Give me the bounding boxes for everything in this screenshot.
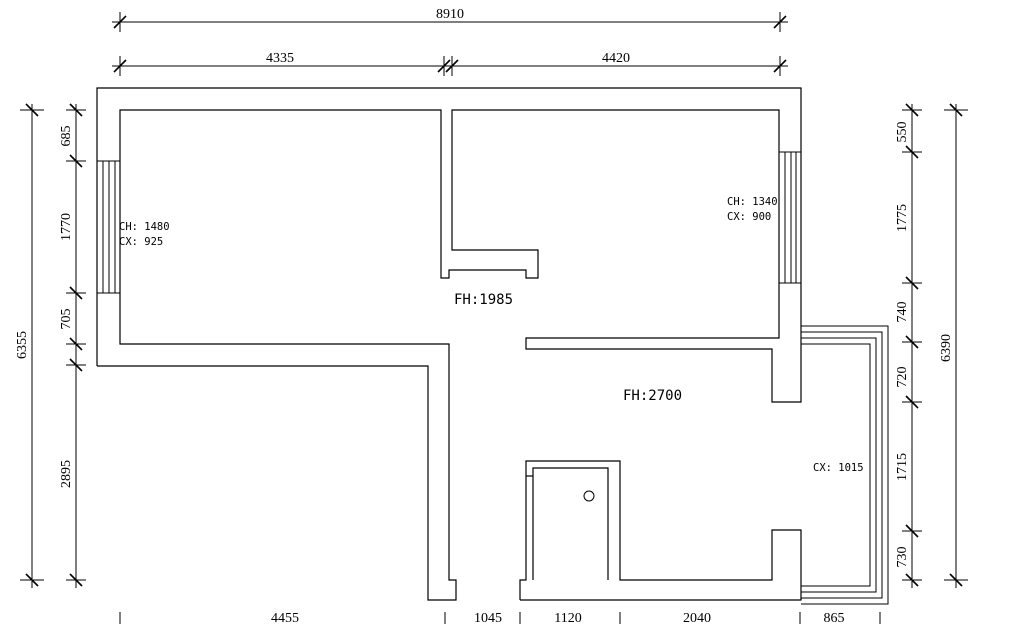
dim-top-total-label: 8910 [436, 7, 464, 22]
dimension-right-segments: 550 1775 740 720 1715 730 [895, 103, 922, 588]
window-right-cx-label: CX: 900 [727, 211, 771, 223]
balcony-cx-label: CX: 1015 [813, 462, 864, 474]
dim-right-seg-2: 1775 [895, 204, 910, 232]
window-right [779, 151, 801, 284]
dimension-right-overall: 6390 [939, 103, 968, 588]
dim-bottom-seg-4: 2040 [683, 611, 711, 624]
dim-bottom-seg-3: 1120 [554, 611, 581, 624]
dim-top-right-label: 4420 [602, 51, 630, 66]
dimension-left-overall: 6355 [15, 103, 44, 588]
dim-right-overall-label: 6390 [939, 334, 954, 362]
dim-right-seg-5: 1715 [895, 453, 910, 481]
floor-drain-icon [583, 490, 595, 502]
dim-left-seg-1: 685 [59, 126, 74, 147]
dim-left-seg-2: 1770 [59, 213, 74, 241]
window-left [97, 160, 120, 294]
dim-right-seg-6: 730 [895, 547, 910, 568]
floor-height-upper-label: FH:1985 [454, 292, 513, 308]
dimension-left-segments: 685 1770 705 2895 [59, 103, 86, 588]
window-right-ch-label: CH: 1340 [727, 196, 778, 208]
balcony-railing [801, 325, 889, 605]
dim-right-seg-1: 550 [895, 122, 910, 143]
dim-bottom-seg-5: 865 [824, 611, 845, 624]
dim-right-seg-3: 740 [895, 302, 910, 323]
dimension-bottom-segments: 4455 1045 1120 2040 865 [119, 611, 881, 624]
window-left-cx-label: CX: 925 [119, 236, 163, 248]
dim-bottom-seg-1: 4455 [271, 611, 299, 624]
dim-bottom-seg-2: 1045 [474, 611, 502, 624]
dim-left-seg-4: 2895 [59, 460, 74, 488]
dim-left-seg-3: 705 [59, 309, 74, 330]
window-left-ch-label: CH: 1480 [119, 221, 170, 233]
dimension-top-total: 8910 [112, 7, 788, 32]
walls [96, 87, 802, 601]
dimension-top-split: 4335 4420 [112, 51, 788, 76]
dim-top-left-label: 4335 [266, 51, 294, 66]
dim-right-seg-4: 720 [895, 367, 910, 388]
dim-left-overall-label: 6355 [15, 331, 30, 359]
floor-height-lower-label: FH:2700 [623, 388, 682, 404]
